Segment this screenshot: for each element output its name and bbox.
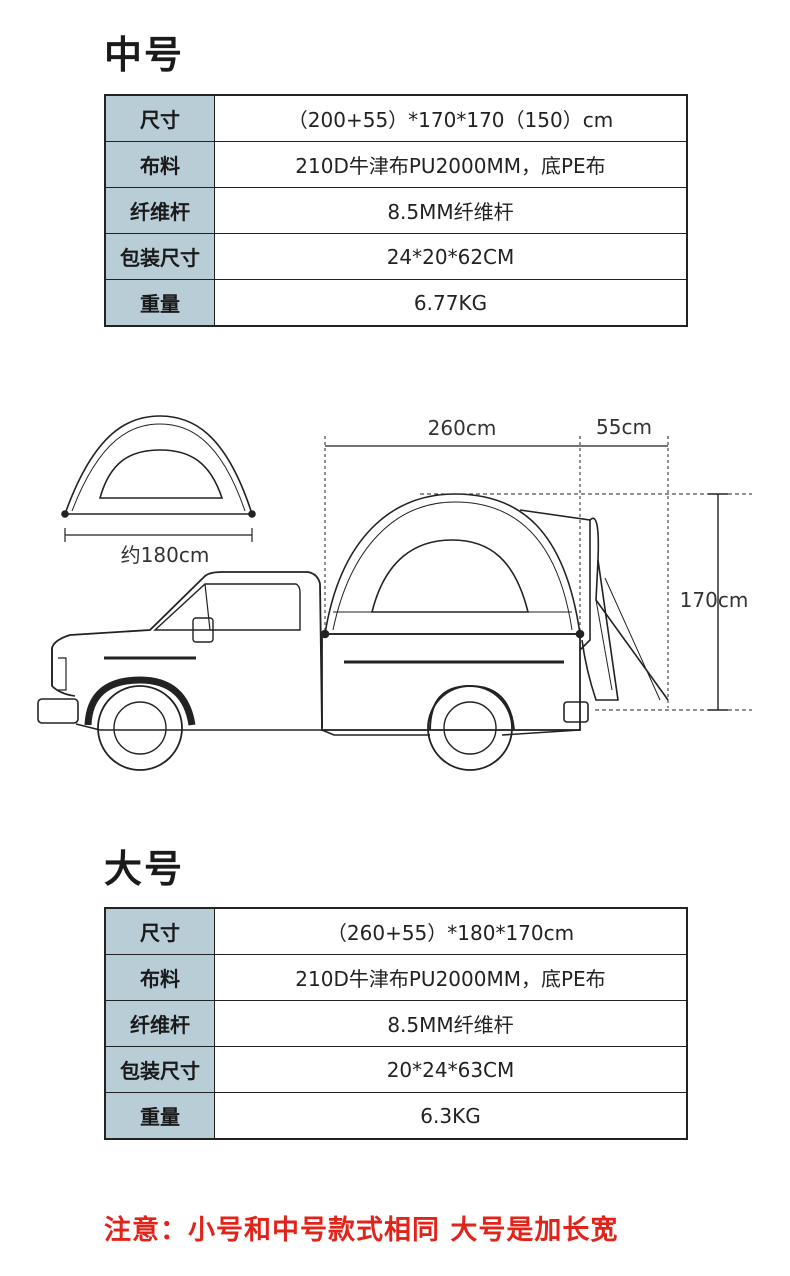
height-label: 170cm (680, 588, 749, 612)
tent-truck-diagram: 约180cm 260cm 55cm 170cm (37, 415, 752, 771)
row-key: 尺寸 (104, 907, 215, 955)
row-key: 包装尺寸 (104, 1046, 215, 1093)
row-value: （260+55）*180*170cm (214, 907, 688, 955)
medium-title: 中号 (104, 33, 185, 77)
table-row: 纤维杆 8.5MM纤维杆 (104, 1000, 688, 1047)
row-key: 纤维杆 (104, 187, 215, 234)
row-key: 布料 (104, 954, 215, 1001)
row-key: 纤维杆 (104, 1000, 215, 1047)
small-tent-drawing (61, 415, 256, 542)
table-row: 布料 210D牛津布PU2000MM，底PE布 (104, 954, 688, 1001)
row-key: 布料 (104, 141, 215, 188)
table-row: 纤维杆 8.5MM纤维杆 (104, 187, 688, 234)
row-value: 20*24*63CM (214, 1046, 688, 1093)
note-text: 注意：小号和中号款式相同 大号是加长宽 (104, 1215, 619, 1246)
row-value: 24*20*62CM (214, 233, 688, 280)
pickup-truck-drawing (37, 571, 589, 771)
row-value: 8.5MM纤维杆 (214, 187, 688, 234)
table-row: 尺寸 （200+55）*170*170（150）cm (104, 94, 688, 142)
extension-length-label: 55cm (596, 415, 652, 439)
row-key: 重量 (104, 279, 215, 327)
bed-length-label: 260cm (428, 416, 497, 440)
large-title: 大号 (104, 847, 185, 891)
dimension-lines (324, 436, 752, 711)
table-row: 重量 6.77KG (104, 279, 688, 327)
row-key: 重量 (104, 1092, 215, 1140)
table-row: 包装尺寸 24*20*62CM (104, 233, 688, 280)
table-row: 布料 210D牛津布PU2000MM，底PE布 (104, 141, 688, 188)
row-key: 尺寸 (104, 94, 215, 142)
row-value: 6.3KG (214, 1092, 688, 1140)
bed-tent-drawing (320, 493, 669, 701)
row-key: 包装尺寸 (104, 233, 215, 280)
row-value: 8.5MM纤维杆 (214, 1000, 688, 1047)
table-row: 重量 6.3KG (104, 1092, 688, 1140)
table-row: 尺寸 （260+55）*180*170cm (104, 907, 688, 955)
row-value: 6.77KG (214, 279, 688, 327)
table-row: 包装尺寸 20*24*63CM (104, 1046, 688, 1093)
large-spec-table: 尺寸 （260+55）*180*170cm 布料 210D牛津布PU2000MM… (104, 907, 688, 1140)
row-value: 210D牛津布PU2000MM，底PE布 (214, 141, 688, 188)
row-value: （200+55）*170*170（150）cm (214, 94, 688, 142)
small-tent-width-label: 约180cm (121, 543, 210, 567)
medium-spec-table: 尺寸 （200+55）*170*170（150）cm 布料 210D牛津布PU2… (104, 94, 688, 327)
row-value: 210D牛津布PU2000MM，底PE布 (214, 954, 688, 1001)
